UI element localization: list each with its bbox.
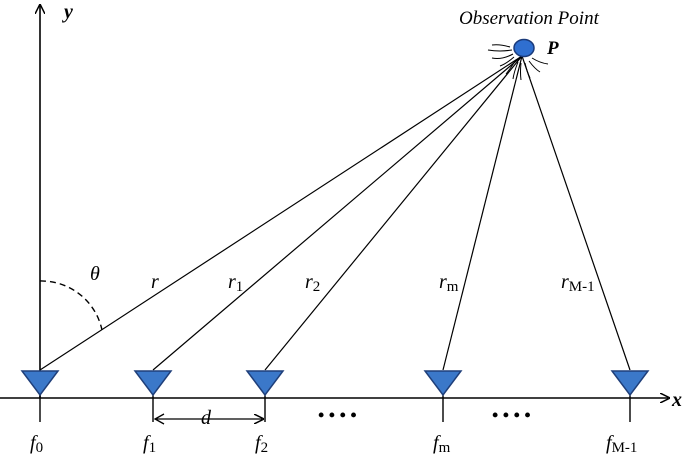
observation-title: Observation Point: [459, 8, 600, 29]
ray-label-r: r: [151, 271, 159, 293]
ray-r1: [152, 55, 523, 371]
antenna-label-fM1: fM-1: [606, 432, 637, 456]
antenna-f1: [133, 370, 173, 397]
x-axis-label: x: [671, 389, 682, 411]
ray-label-rm: rm: [439, 271, 459, 295]
ellipsis-left: • • • •: [318, 405, 357, 425]
antenna-f0: [20, 370, 60, 397]
ray-r0: [39, 55, 523, 371]
observation-point: [513, 38, 535, 58]
ray-label-r2: r2: [305, 271, 320, 295]
antenna-stems: [39, 392, 631, 422]
antenna-fm: [423, 370, 463, 397]
theta-arc: [39, 280, 103, 331]
antenna-label-f0: f0: [30, 432, 43, 456]
antennas: [20, 370, 650, 397]
y-axis-label: y: [62, 1, 73, 23]
ray-r2: [264, 55, 523, 371]
ray-rm: [442, 55, 523, 371]
antenna-label-f1: f1: [143, 432, 156, 456]
ray-label-rM1: rM-1: [561, 271, 595, 295]
ray-rM1: [521, 55, 631, 371]
radiation-lines: [487, 44, 549, 81]
ray-label-r1: r1: [228, 271, 243, 295]
spacing-label: d: [201, 407, 212, 429]
antenna-label-fm: fm: [433, 432, 451, 456]
antenna-label-f2: f2: [255, 432, 268, 456]
antenna-f2: [245, 370, 285, 397]
antenna-fM1: [610, 370, 650, 397]
spacing-arrow-start: [153, 413, 165, 425]
theta-label: θ: [90, 263, 100, 285]
rays: [39, 55, 631, 371]
point-label-p: P: [546, 38, 559, 59]
ellipsis-right: • • • •: [492, 405, 531, 425]
